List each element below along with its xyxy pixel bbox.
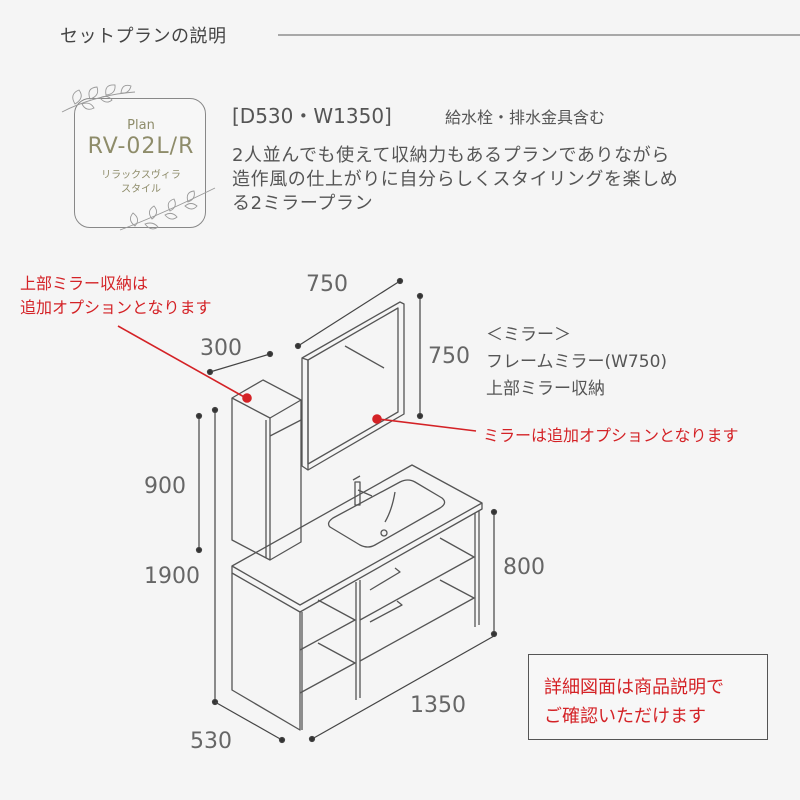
dim-total-height: 1900 <box>144 564 200 589</box>
upper-cabinet-option-note-line1: 上部ミラー収納は <box>20 274 149 293</box>
detail-notice-box <box>528 654 768 740</box>
dim-mirror-width: 750 <box>306 272 348 297</box>
description-line-1: 2人並んでも使えて収納力もあるプランでありながら <box>232 145 670 166</box>
section-divider <box>278 34 800 36</box>
plan-label: Plan <box>127 118 155 133</box>
description-line-2: 造作風の仕上がりに自分らしくスタイリングを楽しめ <box>232 169 679 190</box>
detail-notice-line2: ご確認いただけます <box>544 706 706 727</box>
dim-vanity-width: 1350 <box>410 693 466 718</box>
plan-style-line2: スタイル <box>121 184 161 195</box>
section-title: セットプランの説明 <box>60 26 227 47</box>
dim-cabinet-height: 900 <box>144 474 186 499</box>
mirror-option-note: ミラーは追加オプションとなります <box>483 426 739 445</box>
mirror-spec-item1: フレームミラー(W750) <box>486 352 668 372</box>
spec-dimensions: [D530・W1350] <box>232 104 392 128</box>
detail-notice-line1: 詳細図面は商品説明で <box>544 677 724 698</box>
plan-code: RV-02L/R <box>87 134 195 159</box>
spec-includes: 給水栓・排水金具含む <box>445 108 606 127</box>
dim-cabinet-width: 300 <box>200 336 242 361</box>
plan-card <box>74 98 206 228</box>
dim-depth: 530 <box>190 729 232 754</box>
mirror-spec-heading: ＜ミラー＞ <box>486 325 571 345</box>
plan-style-line1: リラックスヴィラ <box>101 170 181 181</box>
dim-mirror-height: 750 <box>428 344 470 369</box>
mirror-spec-item2: 上部ミラー収納 <box>486 379 605 399</box>
upper-cabinet-option-note-line2: 追加オプションとなります <box>20 298 212 317</box>
dim-vanity-height: 800 <box>503 555 545 580</box>
description-line-3: る2ミラープラン <box>232 193 374 214</box>
